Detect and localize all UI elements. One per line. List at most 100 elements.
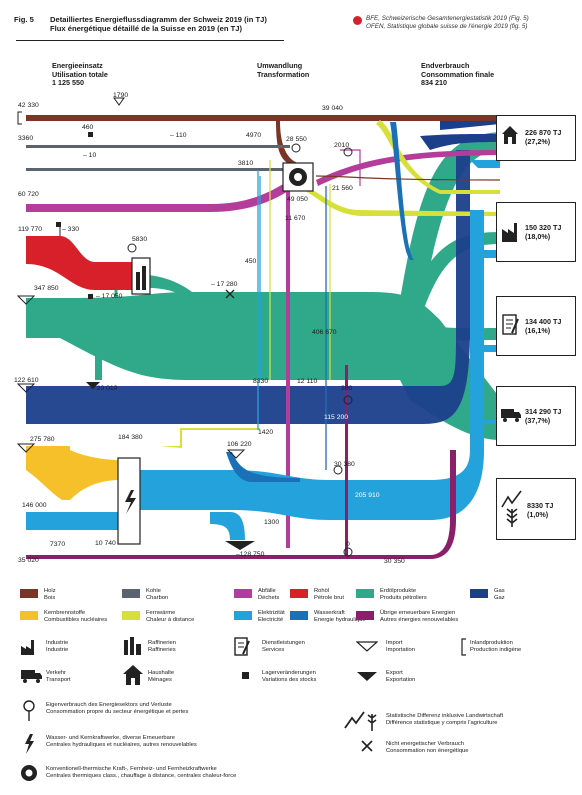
label-coal-mid: 3810 <box>238 160 254 167</box>
flow-coal <box>26 145 290 148</box>
legend-carrier-fr: Autres énergies renouvelables <box>380 616 459 623</box>
export-marker-2 <box>225 541 255 550</box>
legend-carrier-fr: Gaz <box>494 594 505 601</box>
source-note: BFE, Schweizerische Gesamtenergiestatist… <box>366 15 529 31</box>
label-21560: 21 560 <box>332 185 353 192</box>
label-wood-minus: – 110 <box>170 132 187 139</box>
source-fr: OFEN, Statistique globale suisse de l'én… <box>366 23 528 30</box>
legend-carrier-fr: Charbon <box>146 594 169 601</box>
flow-elec-to-houses <box>470 160 500 168</box>
label-wood-main: 39 040 <box>322 105 343 112</box>
label-450: 450 <box>245 258 257 265</box>
consumer-statdiff-value: 8330 TJ(1,0%) <box>527 501 554 519</box>
label-gas-in: 122 610 <box>14 377 39 384</box>
legend-carrier-de: Erdölprodukte <box>380 588 417 594</box>
label-2010: 2010 <box>334 142 350 149</box>
column-header-final: Endverbrauch Consommation finale 834 210 <box>421 61 494 88</box>
services-icon <box>502 313 520 337</box>
import-marker-4 <box>16 443 36 453</box>
legend-carrier-de: Elektrizität <box>258 610 285 616</box>
figure-number: Fig. 5 <box>14 15 34 24</box>
legend-power-plant: Wasser- und Kernkraftwerke, diverse Erne… <box>46 735 197 748</box>
flow-hydro <box>226 452 300 482</box>
flow-wood-to-transformation <box>276 121 296 166</box>
connector-5 <box>340 149 361 186</box>
title-rule <box>16 40 284 42</box>
label-8330: 8330 <box>253 378 269 385</box>
flow-district-heat-2 <box>376 120 500 194</box>
legend-swatch-10 <box>290 611 308 620</box>
label-coal-in: 3360 <box>18 135 34 142</box>
bracket-left <box>17 111 22 125</box>
label-hydro-106220: 106 220 <box>227 441 252 448</box>
consumer-transport: 314 290 TJ(37,7%) <box>496 386 576 446</box>
legend-carrier-de: Wasserkraft <box>314 610 345 616</box>
legend-carrier-fr: Electricité <box>258 616 284 623</box>
import-marker-3 <box>16 383 36 393</box>
import-marker-2 <box>16 295 36 305</box>
flow-gas-to-houses <box>420 134 500 150</box>
label-1420: 1420 <box>258 429 274 436</box>
consumer-statistical-difference: 8330 TJ(1,0%) <box>496 478 576 540</box>
column-transformation-fr: Transformation <box>257 69 310 79</box>
flow-elec-to-industry <box>480 250 500 258</box>
legend-swatch-8 <box>122 611 140 620</box>
label-elec-export: –128 750 <box>236 551 265 558</box>
legend-swatch-2 <box>122 589 140 598</box>
label-oil-export: – 17 050 <box>96 293 123 300</box>
flow-electricity-export <box>210 512 245 540</box>
label-wood-import: 1790 <box>113 92 129 99</box>
legend-carrier-fr: Pétrole brut <box>314 594 344 601</box>
legend-thermal-plant: Konventionell-thermische Kraft-, Fernhei… <box>46 766 237 779</box>
title-fr: Flux énergétique détaillé de la Suisse e… <box>50 24 243 33</box>
legend-swatch-4 <box>290 589 308 598</box>
house-icon <box>501 124 519 146</box>
label-nuclear-in: 275 780 <box>30 436 55 443</box>
column-header-transformation: Umwandlung Transformation <box>257 61 310 79</box>
label-waste-in: 60 720 <box>18 191 39 198</box>
label-1300: 1300 <box>264 519 280 526</box>
label-10740: 10 740 <box>95 540 116 547</box>
consumer-services-value: 134 400 TJ(16,1%) <box>525 317 562 335</box>
truck-icon <box>500 407 522 423</box>
consumer-services: 134 400 TJ(16,1%) <box>496 296 576 356</box>
label-waste-4970: 4970 <box>246 132 262 139</box>
label-crude-in: 119 770 <box>18 226 43 233</box>
loss-marker-3 <box>343 395 353 405</box>
column-final-total: 834 210 <box>421 78 447 88</box>
refinery-icon <box>131 257 151 295</box>
legend-carrier-de: Kernbrennstoffe <box>44 610 86 616</box>
flow-elec-to-transport <box>482 420 500 424</box>
consumer-households: 226 870 TJ(27,2%) <box>496 115 576 161</box>
consumer-industry: 150 320 TJ(18,0%) <box>496 202 576 262</box>
flow-elec-to-services <box>482 345 500 352</box>
consumer-households-value: 226 870 TJ(27,2%) <box>525 128 562 146</box>
legend-swatch-6 <box>470 589 488 598</box>
flow-crude-oil <box>26 236 134 290</box>
legend-carrier-fr: Bois <box>44 594 56 601</box>
column-header-input: Energieeinsatz Utilisation totale 1 125 … <box>52 61 108 88</box>
legend-carrier-fr: Déchets <box>258 594 280 601</box>
label-184380: 184 380 <box>118 434 143 441</box>
legend-stock-change-icon <box>242 672 249 679</box>
legend-carrier-de: Rohöl <box>314 588 330 594</box>
flow-waste <box>26 180 296 212</box>
import-marker-5 <box>226 449 246 459</box>
loss-marker-1 <box>291 143 301 153</box>
legend-carrier-de: Fernwärme <box>146 610 176 616</box>
stock-marker-1 <box>88 132 93 137</box>
